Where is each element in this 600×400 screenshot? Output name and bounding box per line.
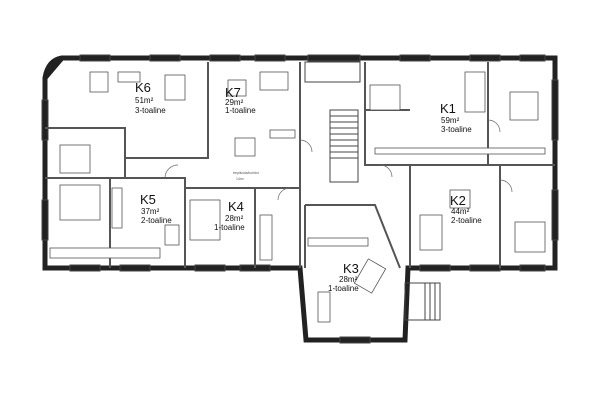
apartment-K4: K4 28m² 1-toaline	[214, 199, 245, 232]
apartment-area: 28m²	[339, 275, 358, 284]
apartment-rooms: 1-toaline	[214, 223, 245, 232]
apartment-area: 59m²	[441, 116, 460, 125]
apartment-K2: K2 44m² 2-toaline	[450, 193, 482, 225]
partitions	[45, 62, 555, 269]
apartment-area: 51m²	[135, 96, 154, 105]
apartment-rooms: 3-toaline	[441, 125, 472, 134]
apartment-rooms: 1-toaline	[225, 106, 256, 115]
apartment-rooms: 1-toaline	[328, 284, 359, 293]
doors	[164, 119, 513, 201]
apartment-rooms: 3-toaline	[135, 106, 166, 115]
apartment-K6: K6 51m² 3-toaline	[135, 80, 166, 115]
apartment-rooms: 2-toaline	[141, 216, 172, 225]
apartment-area: 44m²	[451, 207, 470, 216]
apartment-id: K3	[343, 261, 359, 276]
apartment-area: 29m²	[225, 98, 244, 107]
apartment-id: K1	[440, 101, 456, 116]
apartment-K5: K5 37m² 2-toaline	[140, 192, 172, 225]
apartment-area: 28m²	[225, 214, 244, 223]
outer-walls	[42, 55, 558, 343]
apartment-id: K6	[135, 80, 151, 95]
apartment-id: K5	[140, 192, 156, 207]
furniture	[49, 71, 546, 323]
apartment-K3: K3 28m² 1-toaline	[328, 261, 359, 293]
corridor-area: 14m²	[236, 177, 245, 181]
apartment-area: 37m²	[141, 207, 160, 216]
corridor-label: trepikoda/koridor	[233, 171, 260, 175]
apartment-rooms: 2-toaline	[451, 216, 482, 225]
apartment-id: K4	[228, 199, 244, 214]
apartment-K7: K7 29m² 1-toaline	[225, 85, 256, 115]
apartment-id: K7	[225, 85, 241, 100]
apartment-id: K2	[450, 193, 466, 208]
apartment-K1: K1 59m² 3-toaline	[440, 101, 472, 134]
staircase	[304, 61, 441, 321]
